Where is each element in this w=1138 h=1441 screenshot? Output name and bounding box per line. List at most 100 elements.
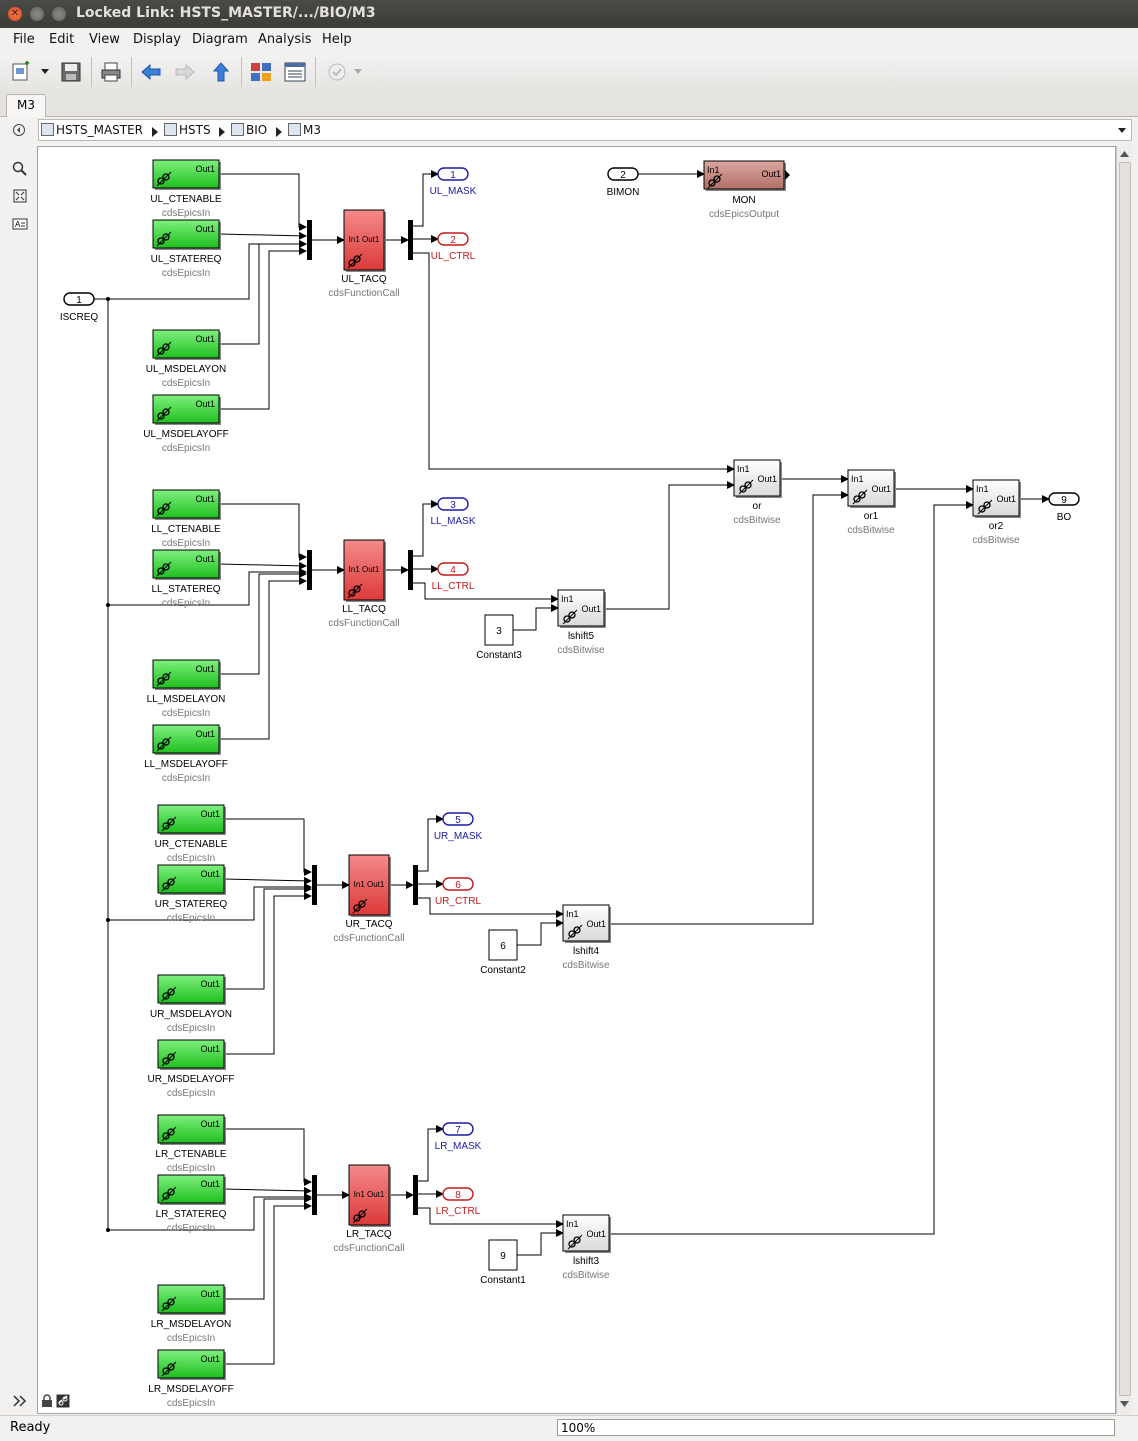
library-link-icon (156, 231, 172, 247)
port-block[interactable]: 4 (437, 562, 469, 576)
epics-in-block[interactable]: Out1 (152, 219, 221, 250)
breadcrumb-m3[interactable]: M3 (288, 123, 321, 137)
check-dropdown-icon[interactable] (353, 68, 363, 76)
menu-display[interactable]: Display (133, 32, 181, 47)
epics-in-block[interactable]: Out1 (157, 864, 226, 895)
forward-arrow-icon[interactable] (173, 60, 197, 84)
port-block[interactable]: 2 (607, 167, 639, 181)
epics-in-block[interactable]: Out1 (157, 1114, 226, 1145)
port-label: Out1 (200, 1289, 220, 1299)
block-name: LL_MSDELAYON (147, 694, 226, 705)
epics-in-block[interactable]: Out1 (157, 1174, 226, 1205)
svg-text:A: A (15, 220, 21, 229)
library-link-icon (738, 479, 754, 495)
constant-block[interactable]: 3 (484, 614, 514, 646)
tab-m3[interactable]: M3 (6, 94, 46, 117)
save-icon[interactable] (59, 60, 83, 84)
block-type: cdsEpicsIn (167, 1398, 215, 1409)
port-block[interactable]: 1 (63, 292, 95, 306)
breadcrumb-dropdown-icon[interactable] (1117, 127, 1127, 135)
menu-diagram[interactable]: Diagram (192, 32, 248, 47)
block-type: cdsFunctionCall (328, 618, 399, 629)
port-block[interactable]: 5 (442, 812, 474, 826)
back-arrow-icon[interactable] (139, 60, 163, 84)
zoom-icon[interactable] (12, 161, 28, 177)
minimize-window-button[interactable] (30, 7, 44, 21)
menu-edit[interactable]: Edit (49, 32, 75, 47)
epics-in-block[interactable]: Out1 (152, 724, 221, 755)
library-link-icon (562, 609, 578, 625)
port-label: Out1 (581, 604, 601, 614)
breadcrumb-hsts-master[interactable]: HSTS_MASTER (41, 123, 143, 137)
function-call-block[interactable]: In1 Out1 (343, 539, 386, 602)
annotation-icon[interactable]: A (12, 216, 28, 232)
function-call-block[interactable]: In1 Out1 (348, 1164, 391, 1227)
library-link-icon (352, 1208, 368, 1224)
port-block[interactable]: 6 (442, 877, 474, 891)
port-block[interactable]: 9 (1048, 492, 1080, 506)
print-icon[interactable] (99, 60, 123, 84)
epics-in-block[interactable]: Out1 (152, 394, 221, 425)
check-icon[interactable] (325, 60, 349, 84)
library-browser-icon[interactable] (249, 60, 273, 84)
expand-sidebar-icon[interactable] (12, 1395, 28, 1407)
epics-in-block[interactable]: Out1 (157, 974, 226, 1005)
port-block[interactable]: 8 (442, 1187, 474, 1201)
epics-in-block[interactable]: Out1 (157, 1284, 226, 1315)
new-model-icon[interactable] (10, 60, 34, 84)
epics-in-block[interactable]: Out1 (152, 659, 221, 690)
port-block[interactable]: 7 (442, 1122, 474, 1136)
port-block[interactable]: 2 (437, 232, 469, 246)
port-label: Out1 (757, 474, 777, 484)
signal-line (219, 503, 307, 561)
vertical-scrollbar[interactable] (1116, 146, 1132, 1414)
menu-view[interactable]: View (89, 32, 120, 47)
hide-browser-icon[interactable] (12, 123, 26, 137)
epics-in-block[interactable]: Out1 (152, 549, 221, 580)
function-call-block[interactable]: In1 Out1 (343, 209, 386, 272)
epics-in-block[interactable]: Out1 (157, 1039, 226, 1070)
function-call-block[interactable]: In1 Out1 (348, 854, 391, 917)
port-label: In1 (566, 1219, 579, 1229)
menu-file[interactable]: File (13, 32, 35, 47)
epics-in-block[interactable]: Out1 (152, 329, 221, 360)
up-arrow-icon[interactable] (209, 60, 233, 84)
menu-analysis[interactable]: Analysis (258, 32, 312, 47)
port-block[interactable]: 1 (437, 167, 469, 181)
constant-block[interactable]: 9 (488, 1239, 518, 1271)
epics-in-block[interactable]: Out1 (152, 159, 221, 190)
epics-in-block[interactable]: Out1 (157, 804, 226, 835)
scrollbar-thumb[interactable] (1119, 162, 1131, 1396)
menu-help[interactable]: Help (322, 32, 352, 47)
block-name: lshift3 (573, 1256, 600, 1267)
maximize-window-button[interactable] (52, 7, 66, 21)
scroll-up-icon[interactable] (1119, 150, 1130, 158)
model-explorer-icon[interactable] (283, 60, 307, 84)
new-dropdown-icon[interactable] (40, 68, 50, 76)
port-label: In1 Out1 (354, 1190, 385, 1199)
constant-block[interactable]: 6 (488, 929, 518, 961)
close-window-button[interactable]: ✕ (8, 7, 22, 21)
toolbar-separator (91, 57, 92, 87)
scroll-down-icon[interactable] (1119, 1400, 1130, 1408)
block-name: LR_MSDELAYON (151, 1319, 231, 1330)
port-block[interactable]: 3 (437, 497, 469, 511)
fit-to-view-icon[interactable] (12, 188, 28, 204)
block-type: cdsFunctionCall (333, 933, 404, 944)
epics-in-block[interactable]: Out1 (152, 489, 221, 520)
breadcrumb-bio[interactable]: BIO (231, 123, 267, 137)
epics-in-block[interactable]: Out1 (157, 1349, 226, 1380)
port-label: In1 (737, 464, 750, 474)
library-link-icon (977, 499, 993, 515)
block-type: cdsEpicsIn (162, 268, 210, 279)
breadcrumb-hsts[interactable]: HSTS (164, 123, 211, 137)
block-name: LL_STATEREQ (151, 584, 220, 595)
